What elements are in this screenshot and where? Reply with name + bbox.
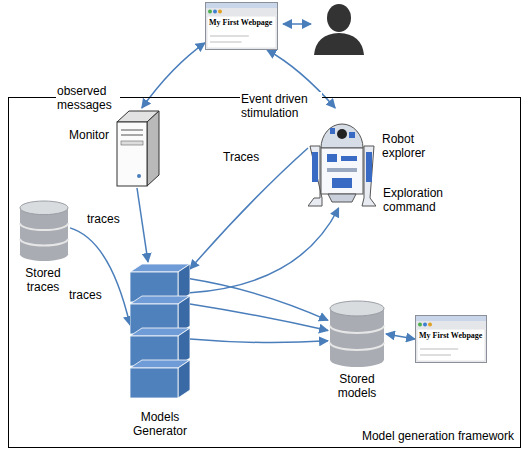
connector-arrow bbox=[190, 279, 328, 321]
user-silhouette bbox=[314, 4, 364, 55]
connector-arrow bbox=[137, 188, 148, 262]
node-label: Robot explorer bbox=[382, 132, 440, 160]
edge-label: Event driven stimulation bbox=[240, 92, 322, 120]
browser-window: My First Webpage bbox=[205, 2, 278, 50]
monitor-server: Monitor bbox=[113, 108, 161, 188]
edge-label: Exploration command bbox=[382, 186, 464, 214]
model-database: Stored models bbox=[328, 300, 386, 368]
node-label: Model generation framework bbox=[362, 429, 514, 443]
node-label: Stored models bbox=[328, 372, 386, 400]
node-label: Monitor bbox=[57, 128, 109, 142]
node-label: Models Generator bbox=[122, 410, 198, 438]
connector-arrow bbox=[190, 208, 339, 293]
connector-arrow bbox=[70, 228, 130, 325]
node-label: My First Webpage bbox=[209, 18, 272, 28]
edge-label: traces bbox=[86, 212, 121, 226]
robot-explorer: Robot explorer bbox=[308, 108, 376, 208]
node-label: Stored traces bbox=[14, 266, 72, 294]
browser-window: My First Webpage bbox=[415, 315, 487, 363]
models-generator-stack: Models Generator bbox=[130, 262, 190, 402]
node-label: My First Webpage bbox=[419, 331, 482, 341]
trace-database: Stored traces bbox=[18, 200, 70, 262]
connector-arrow bbox=[190, 304, 328, 331]
edge-label: observed messages bbox=[56, 84, 120, 112]
connector-arrow bbox=[142, 43, 205, 108]
connector-arrow bbox=[190, 339, 328, 343]
edge-label: traces bbox=[68, 288, 103, 302]
connector-arrow bbox=[190, 148, 308, 269]
user-interaction-arrow bbox=[283, 23, 311, 25]
connector-arrow bbox=[386, 334, 415, 339]
edge-label: Traces bbox=[222, 150, 260, 164]
framework-boundary: Model generation framework Monitor Robot e… bbox=[8, 97, 521, 448]
